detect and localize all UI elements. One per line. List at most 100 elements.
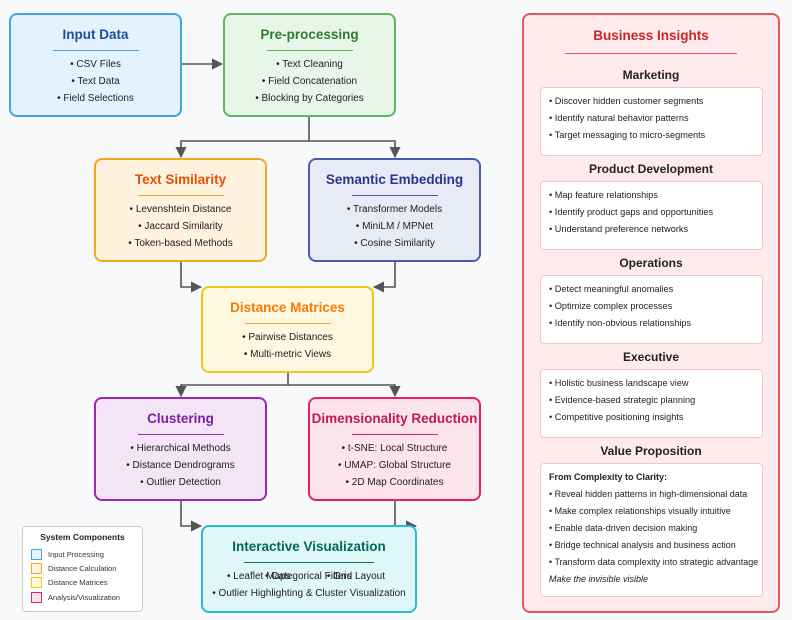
node-item: • Distance Dendrograms — [126, 460, 235, 471]
node-item: • MiniLM / MPNet — [355, 221, 434, 232]
insight-item: • Identify product gaps and opportunitie… — [549, 207, 714, 217]
legend-swatch — [31, 563, 42, 574]
node-item: • Field Concatenation — [261, 76, 358, 87]
insight-item: • Understand preference networks — [549, 224, 689, 234]
section-title-executive: Executive — [622, 350, 680, 364]
node-title: Pre-processing — [260, 27, 359, 42]
value-tagline: Make the invisible visible — [549, 574, 649, 584]
legend-label: Distance Calculation — [48, 564, 117, 573]
node-item: • Outlier Highlighting & Cluster Visuali… — [212, 588, 406, 599]
node-item: • Hierarchical Methods — [130, 443, 231, 454]
title-divider — [52, 50, 139, 51]
node-distance-matrices: Distance Matrices • Pairwise Distances •… — [201, 286, 374, 373]
node-item-row: • Leaflet Maps • Categorical Filters • G… — [203, 568, 415, 585]
insight-item: • Evidence-based strategic planning — [549, 395, 696, 405]
section-title-marketing: Marketing — [622, 68, 680, 82]
node-item: • Text Cleaning — [276, 59, 343, 70]
business-insights-panel: Business Insights Marketing • Discover h… — [522, 13, 780, 613]
node-item: • Levenshtein Distance — [129, 204, 232, 215]
node-title: Interactive Visualization — [232, 539, 386, 554]
node-dimensionality-reduction: Dimensionality Reduction • t-SNE: Local … — [308, 397, 481, 501]
arrow-dist-to-dim — [288, 384, 401, 398]
arrow-prep-to-sem — [309, 140, 401, 159]
title-divider — [565, 53, 737, 54]
node-item: • Outlier Detection — [140, 477, 221, 488]
insight-item: • Discover hidden customer segments — [549, 96, 704, 106]
node-input-data: Input Data • CSV Files • Text Data • Fie… — [9, 13, 182, 117]
section-title-product-development: Product Development — [588, 162, 714, 176]
node-semantic-embedding: Semantic Embedding • Transformer Models … — [308, 158, 481, 262]
node-item: • Categorical Filters — [265, 571, 352, 582]
arrow-dist-to-clus — [175, 373, 289, 398]
node-item: • 2D Map Coordinates — [345, 477, 444, 488]
arrow-textsim-to-dist — [180, 262, 203, 293]
insight-item: • Detect meaningful anomalies — [549, 284, 674, 294]
node-interactive-visualization: Interactive Visualization • Leaflet Maps… — [201, 525, 417, 613]
section-panel-marketing: • Discover hidden customer segments • Id… — [540, 87, 763, 156]
node-title: Distance Matrices — [230, 300, 345, 315]
arrow-sem-to-dist — [372, 262, 396, 293]
node-item: • t-SNE: Local Structure — [341, 443, 448, 454]
arrow-clus-to-viz — [180, 501, 203, 532]
insight-item: • Bridge technical analysis and business… — [549, 540, 736, 550]
node-preprocessing: Pre-processing • Text Cleaning • Field C… — [223, 13, 396, 117]
insight-item: • Competitive positioning insights — [549, 412, 684, 422]
title-divider — [244, 323, 331, 324]
legend-swatch — [31, 549, 42, 560]
section-panel-product-development: • Map feature relationships • Identify p… — [540, 181, 763, 250]
node-item: • Pairwise Distances — [242, 332, 333, 343]
node-item: • Grid Layout — [327, 571, 385, 582]
node-item: • Blocking by Categories — [255, 93, 364, 104]
title-divider — [244, 562, 374, 563]
title-divider — [137, 434, 224, 435]
node-text-similarity: Text Similarity • Levenshtein Distance •… — [94, 158, 267, 262]
node-title: Semantic Embedding — [325, 172, 464, 187]
node-item: • Jaccard Similarity — [138, 221, 223, 232]
legend-swatch — [31, 577, 42, 588]
node-title: Dimensionality Reduction — [311, 411, 478, 426]
insight-item: • Optimize complex processes — [549, 301, 673, 311]
section-panel-executive: • Holistic business landscape view • Evi… — [540, 369, 763, 438]
section-panel-operations: • Detect meaningful anomalies • Optimize… — [540, 275, 763, 344]
section-title-value-proposition: Value Proposition — [600, 444, 702, 458]
arrow-dim-to-viz — [394, 501, 418, 532]
title-divider — [351, 195, 438, 196]
node-item: • Leaflet Maps — [227, 571, 291, 582]
section-title-operations: Operations — [619, 256, 683, 270]
insight-item: • Map feature relationships — [549, 190, 658, 200]
node-clustering: Clustering • Hierarchical Methods • Dist… — [94, 397, 267, 501]
insight-item: • Holistic business landscape view — [549, 378, 689, 388]
insight-item: • Identify natural behavior patterns — [549, 113, 689, 123]
insight-item: • Make complex relationships visually in… — [549, 506, 731, 516]
arrow-prep-to-textsim — [175, 117, 310, 159]
node-title: Input Data — [62, 27, 129, 42]
title-divider — [266, 50, 353, 51]
node-item: • Field Selections — [57, 93, 134, 104]
node-item: • Text Data — [71, 76, 120, 87]
node-item: • Token-based Methods — [128, 238, 233, 249]
value-lead: From Complexity to Clarity: — [549, 472, 668, 482]
node-item: • Multi-metric Views — [243, 349, 332, 360]
legend-label: Analysis/Visualization — [48, 593, 120, 602]
node-item: • UMAP: Global Structure — [338, 460, 451, 471]
title-divider — [351, 434, 438, 435]
legend-label: Distance Matrices — [48, 578, 108, 587]
insight-item: • Reveal hidden patterns in high-dimensi… — [549, 489, 748, 499]
title-divider — [137, 195, 224, 196]
node-item: • Transformer Models — [346, 204, 443, 215]
node-item: • CSV Files — [70, 59, 121, 70]
insight-item: • Target messaging to micro-segments — [549, 130, 706, 140]
legend-swatch — [31, 592, 42, 603]
legend-label: Input Processing — [48, 550, 104, 559]
insights-title: Business Insights — [593, 28, 709, 43]
node-item: • Cosine Similarity — [354, 238, 435, 249]
node-title: Clustering — [147, 411, 214, 426]
insight-item: • Enable data-driven decision making — [549, 523, 698, 533]
insight-item: • Identify non-obvious relationships — [549, 318, 692, 328]
node-title: Text Similarity — [134, 172, 227, 187]
insight-item: • Transform data complexity into strateg… — [549, 557, 759, 567]
legend: System Components Input Processing Dista… — [22, 526, 143, 612]
legend-title: System Components — [40, 532, 125, 542]
section-panel-value-proposition: From Complexity to Clarity: • Reveal hid… — [540, 463, 763, 597]
